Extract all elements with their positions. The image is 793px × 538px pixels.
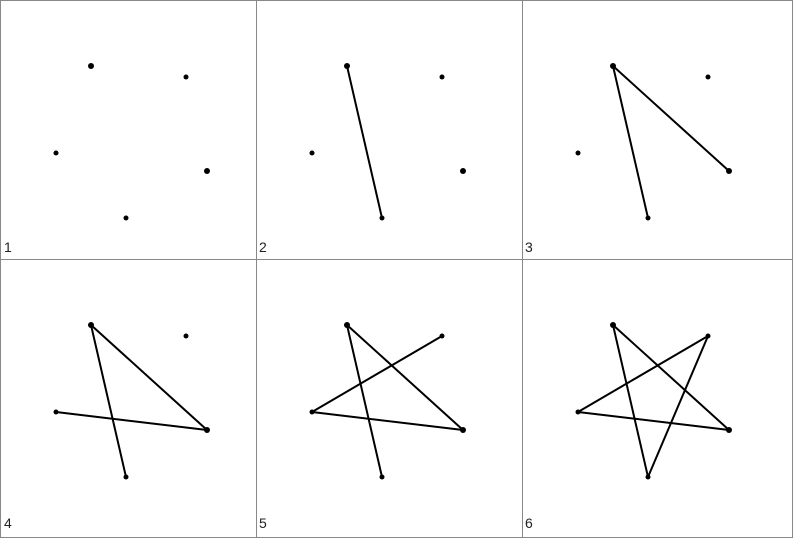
star-point-upper-right: [439, 74, 445, 80]
star-point-right: [460, 168, 466, 174]
star-point-top: [88, 63, 94, 69]
panel-1: [53, 63, 210, 221]
star-point-left: [309, 409, 315, 415]
star-point-top: [344, 63, 350, 69]
star-point-left: [575, 150, 581, 156]
panel-4: [53, 322, 210, 480]
star-segment: [346, 65, 383, 219]
star-point-top: [610, 322, 616, 328]
star-segment: [612, 65, 730, 172]
star-point-bottom: [645, 215, 651, 221]
star-point-upper-right: [439, 333, 445, 339]
star-point-top: [88, 322, 94, 328]
star-point-bottom: [123, 215, 129, 221]
panel-3: [575, 63, 732, 221]
star-segment: [346, 324, 464, 431]
star-segment: [311, 335, 443, 413]
star-segment: [346, 324, 383, 478]
panel-6: [575, 322, 732, 480]
star-segment: [55, 411, 208, 431]
panel-number-4: 4: [4, 515, 12, 531]
star-segment: [612, 65, 649, 219]
star-point-upper-right: [705, 74, 711, 80]
star-point-bottom: [379, 474, 385, 480]
star-point-left: [53, 150, 59, 156]
star-point-right: [460, 427, 466, 433]
star-point-bottom: [123, 474, 129, 480]
star-segment: [311, 411, 464, 431]
star-point-right: [204, 168, 210, 174]
panel-number-3: 3: [525, 239, 533, 255]
star-segment: [612, 324, 649, 478]
star-point-top: [610, 63, 616, 69]
star-point-left: [309, 150, 315, 156]
star-point-right: [726, 168, 732, 174]
star-point-left: [575, 409, 581, 415]
star-point-top: [344, 322, 350, 328]
star-point-bottom: [379, 215, 385, 221]
star-segment: [647, 335, 709, 478]
star-point-left: [53, 409, 59, 415]
star-segment: [90, 324, 208, 431]
star-point-upper-right: [183, 333, 189, 339]
star-point-bottom: [645, 474, 651, 480]
panel-number-2: 2: [259, 239, 267, 255]
panel-2: [309, 63, 466, 221]
panel-number-6: 6: [525, 515, 533, 531]
panel-number-5: 5: [259, 515, 267, 531]
panel-5: [309, 322, 466, 480]
star-point-right: [204, 427, 210, 433]
star-segment: [612, 324, 730, 431]
star-point-upper-right: [705, 333, 711, 339]
star-segment: [577, 335, 709, 413]
star-point-right: [726, 427, 732, 433]
panel-number-1: 1: [4, 239, 12, 255]
star-segment: [577, 411, 730, 431]
star-segment: [90, 324, 127, 478]
star-point-upper-right: [183, 74, 189, 80]
